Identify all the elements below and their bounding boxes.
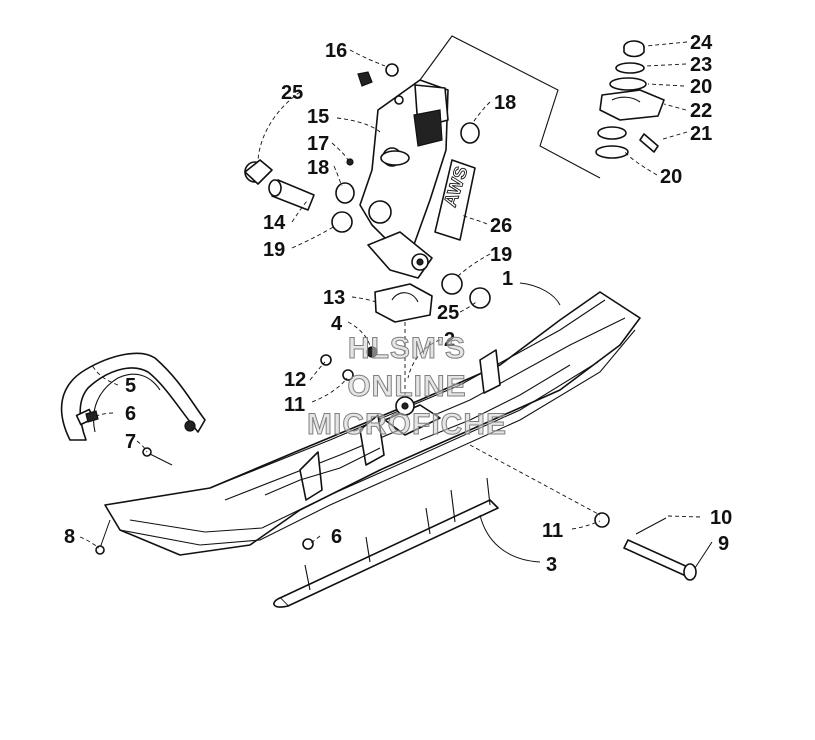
- callout-3: 3: [546, 554, 557, 576]
- bolt-9-head: [683, 563, 697, 581]
- washer-16: [385, 63, 399, 77]
- callout-2: 2: [444, 329, 455, 351]
- callout-6-upper: 6: [125, 403, 136, 425]
- watermark-line-1: HLSM'S: [348, 332, 466, 365]
- watermark: HLSM'S ONLINE MICROFICHE: [307, 332, 507, 442]
- watermark-line-2: ONLINE: [347, 370, 466, 403]
- watermark-line-3: MICROFICHE: [307, 408, 507, 441]
- nut-6-upper: [85, 410, 99, 423]
- callout-17: 17: [307, 133, 329, 155]
- nut-12: [320, 354, 332, 366]
- callout-13: 13: [323, 287, 345, 309]
- bolt-8-head: [95, 545, 105, 555]
- leader-lines: [79, 35, 713, 569]
- callout-20-upper: 20: [690, 76, 712, 98]
- bushing-25-upper: [244, 159, 273, 185]
- callout-26: 26: [490, 215, 512, 237]
- washer-20-lower: [595, 145, 629, 159]
- bushing-19-left: [331, 211, 353, 233]
- spindle-saddle: AWS: [359, 79, 476, 279]
- bushing-18-left: [335, 182, 355, 204]
- bushings: [244, 122, 491, 323]
- callout-4: 4: [331, 313, 343, 335]
- bushing-19-right: [441, 273, 463, 295]
- bolt-7-shaft: [147, 452, 173, 466]
- cap-24: [623, 40, 645, 58]
- callout-10: 10: [710, 507, 732, 529]
- callout-11-right: 11: [542, 520, 563, 542]
- fasteners: [85, 63, 697, 581]
- part-15-bolt: [394, 95, 404, 105]
- washer-11-right: [594, 512, 610, 528]
- callout-labels: 1 2 3 4 5 6 6 7 8 9 10 11 11 12 13 14 15…: [64, 32, 732, 576]
- callout-7: 7: [125, 431, 136, 453]
- callout-23: 23: [690, 54, 712, 76]
- callout-8: 8: [64, 526, 75, 548]
- washer-20-upper: [609, 77, 647, 91]
- bolt-21: [639, 133, 659, 153]
- callout-16: 16: [325, 40, 347, 62]
- callout-19-right: 19: [490, 244, 512, 266]
- callout-18-right: 18: [494, 92, 516, 114]
- callout-11-left: 11: [284, 394, 305, 416]
- callout-21: 21: [690, 123, 712, 145]
- steering-arm-assembly: [595, 40, 665, 159]
- callout-22: 22: [690, 100, 712, 122]
- callout-20-lower: 20: [660, 166, 682, 188]
- ski-body: [104, 291, 641, 556]
- callout-1: 1: [502, 268, 513, 290]
- callout-14: 14: [263, 212, 286, 234]
- nut-4: [366, 346, 378, 358]
- callout-9: 9: [718, 533, 729, 555]
- callout-24: 24: [690, 32, 713, 54]
- washer-11: [342, 369, 354, 381]
- callout-5: 5: [125, 375, 136, 397]
- bolt-9: [623, 539, 691, 577]
- spindle-decal: AWS: [434, 159, 476, 241]
- ring-23: [615, 62, 645, 74]
- sleeve-14: [268, 179, 315, 211]
- callout-12: 12: [284, 369, 306, 391]
- washer-20-mid: [597, 126, 627, 140]
- callout-6-lower: 6: [331, 526, 342, 548]
- callout-15: 15: [307, 106, 329, 128]
- bushing-18-right: [460, 122, 480, 144]
- bushing-25-lower: [469, 287, 491, 309]
- steering-arm-22: [599, 89, 665, 121]
- zerk-17: [346, 158, 354, 166]
- callout-25-upper: 25: [281, 82, 303, 104]
- cotter-pin-10: [635, 517, 667, 535]
- callout-19-left: 19: [263, 239, 285, 261]
- nut-6-lower: [302, 538, 314, 550]
- nut-16: [357, 71, 373, 87]
- wear-bar: [273, 477, 499, 608]
- callout-18-left: 18: [307, 157, 329, 179]
- bolt-8-shaft: [99, 519, 111, 549]
- callout-25-lower: 25: [437, 302, 459, 324]
- spindle-block-13: [374, 283, 433, 323]
